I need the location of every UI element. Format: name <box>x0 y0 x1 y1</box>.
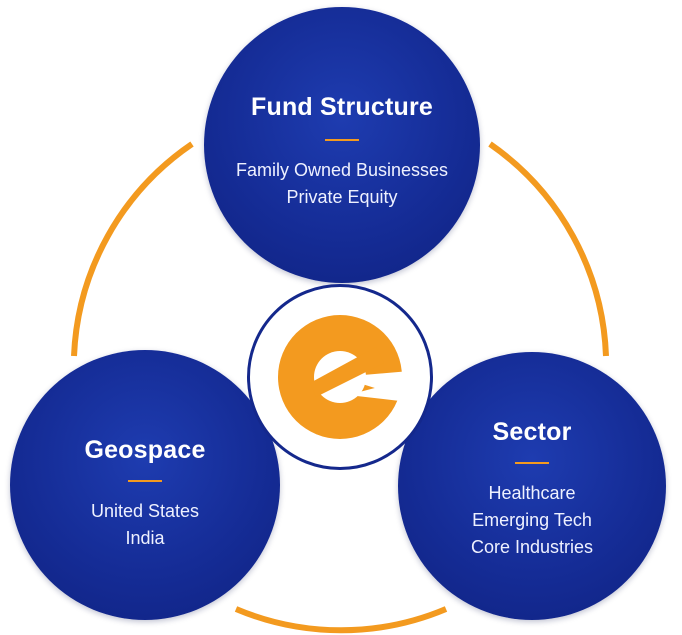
node-divider <box>515 462 549 464</box>
node-title: Fund Structure <box>251 93 433 121</box>
node-title: Sector <box>492 418 572 446</box>
node-sector: Sector Healthcare Emerging Tech Core Ind… <box>398 352 666 620</box>
node-item: Core Industries <box>470 537 594 557</box>
node-items: United States India <box>10 498 280 552</box>
node-item: United States <box>90 501 200 521</box>
node-geospace: Geospace United States India <box>10 350 280 620</box>
node-items: Family Owned Businesses Private Equity <box>204 157 480 211</box>
node-item: Private Equity <box>286 187 398 207</box>
ring-arc-left <box>71 141 194 357</box>
ring-arc-right <box>488 141 609 357</box>
node-divider <box>325 139 359 141</box>
e-logo-icon <box>278 315 410 439</box>
node-item: Healthcare <box>488 483 576 503</box>
node-title: Geospace <box>84 436 206 464</box>
node-item: Emerging Tech <box>472 510 592 530</box>
ring-arc-bottom <box>234 606 448 634</box>
node-item: Family Owned Businesses <box>235 160 449 180</box>
node-items: Healthcare Emerging Tech Core Industries <box>398 480 666 561</box>
node-fund-structure: Fund Structure Family Owned Businesses P… <box>204 7 480 283</box>
node-divider <box>128 480 162 482</box>
center-logo <box>247 284 433 470</box>
node-item: India <box>125 528 165 548</box>
